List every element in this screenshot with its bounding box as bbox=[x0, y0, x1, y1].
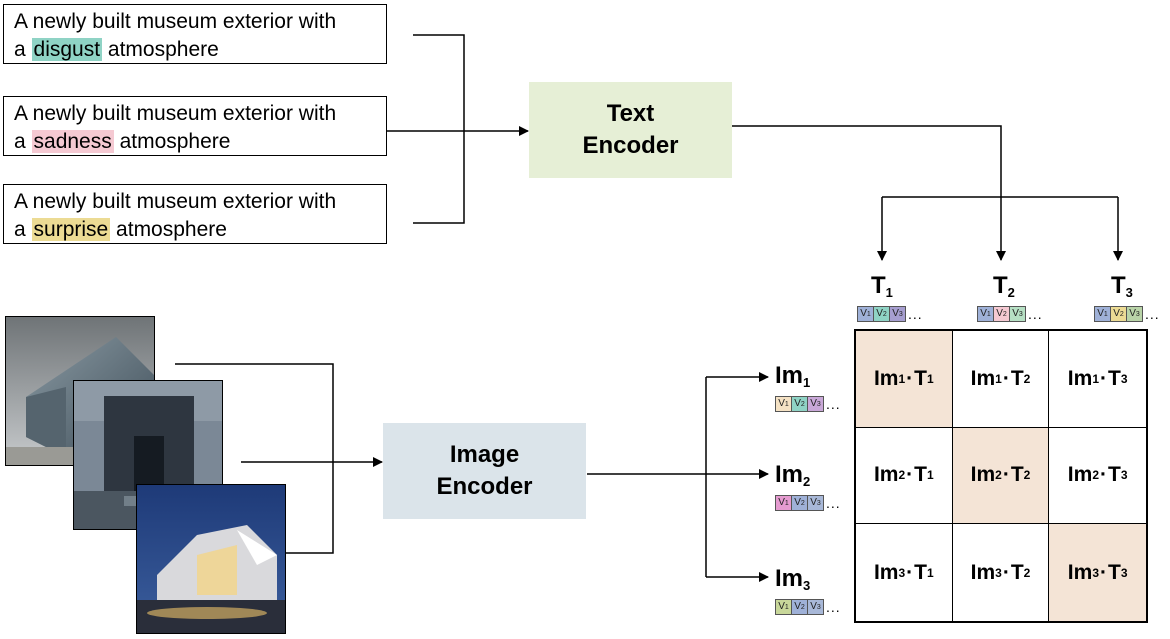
prompt-merge-line bbox=[413, 34, 465, 224]
emotion-highlight-sadness: sadness bbox=[31, 130, 114, 153]
text-encoder-label: Encoder bbox=[582, 132, 679, 159]
vector-cell: V3 bbox=[807, 396, 824, 412]
vector-cell: V3 bbox=[807, 495, 824, 511]
image-embedding-im3-label: Im3 bbox=[775, 565, 811, 593]
prompt-line: A newly built museum exterior with bbox=[14, 102, 337, 125]
vector-cell: V3 bbox=[1009, 306, 1026, 322]
text-embedding-t2-label: T2 bbox=[993, 272, 1015, 300]
vector-cell: V2 bbox=[1110, 306, 1127, 322]
prompt-text: a bbox=[14, 130, 32, 153]
image-encoder-label: Image bbox=[449, 441, 520, 468]
prompt-text: atmosphere bbox=[113, 130, 231, 153]
text-encoder-label: Text bbox=[606, 100, 655, 127]
image-embedding-im2-label: Im2 bbox=[775, 461, 811, 489]
prompt-line: A newly built museum exterior with bbox=[14, 10, 337, 33]
vector-cell: V3 bbox=[889, 306, 906, 322]
vector-ellipsis: ... bbox=[826, 495, 841, 511]
vector-ellipsis: ... bbox=[826, 396, 841, 412]
prompt-text: a bbox=[14, 38, 32, 61]
prompt-line: a disgust atmosphere bbox=[14, 36, 386, 64]
prompt-text: atmosphere bbox=[110, 218, 227, 241]
vector-cell: V1 bbox=[857, 306, 874, 322]
museum-photo-3 bbox=[136, 484, 286, 634]
prompt-line: a sadness atmosphere bbox=[14, 128, 386, 156]
image-encoder-label: Encoder bbox=[436, 473, 533, 500]
emotion-highlight-disgust: disgust bbox=[31, 38, 103, 61]
vector-ellipsis: ... bbox=[908, 306, 923, 322]
prompt-box-3: A newly built museum exterior with a sur… bbox=[3, 184, 387, 244]
prompt-line: A newly built museum exterior with bbox=[14, 190, 337, 213]
text-encoder-output-line bbox=[732, 125, 1006, 261]
vector-cell: V2 bbox=[791, 495, 808, 511]
vector-cell: V3 bbox=[1126, 306, 1143, 322]
vector-cell: V2 bbox=[873, 306, 890, 322]
vector-cell: V2 bbox=[791, 396, 808, 412]
vector-cell: V1 bbox=[977, 306, 994, 322]
prompt-text: a bbox=[14, 218, 32, 241]
vector-cell: V1 bbox=[775, 599, 792, 615]
vector-ellipsis: ... bbox=[1145, 306, 1160, 322]
vector-cell: V1 bbox=[775, 396, 792, 412]
vector-ellipsis: ... bbox=[1028, 306, 1043, 322]
text-embedding-t3-label: T3 bbox=[1111, 272, 1133, 300]
image-embedding-im1-label: Im1 bbox=[775, 362, 811, 390]
prompt-text: atmosphere bbox=[102, 38, 219, 61]
prompt-box-2: A newly built museum exterior with a sad… bbox=[3, 96, 387, 156]
emotion-highlight-surprise: surprise bbox=[31, 218, 111, 241]
vector-cell: V3 bbox=[807, 599, 824, 615]
vector-cell: V1 bbox=[775, 495, 792, 511]
text-embedding-t1-label: T1 bbox=[871, 272, 893, 300]
vector-cell: V2 bbox=[791, 599, 808, 615]
image-merge-line bbox=[175, 363, 334, 554]
vector-ellipsis: ... bbox=[826, 599, 841, 615]
vector-cell: V2 bbox=[993, 306, 1010, 322]
prompt-line: a surprise atmosphere bbox=[14, 216, 386, 244]
vector-cell: V1 bbox=[1094, 306, 1111, 322]
prompt-box-1: A newly built museum exterior with a dis… bbox=[3, 4, 387, 64]
